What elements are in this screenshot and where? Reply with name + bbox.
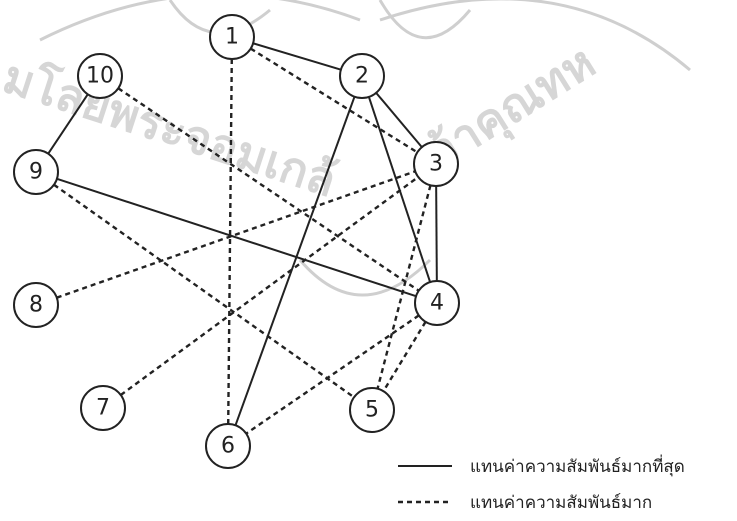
node-circle bbox=[13, 149, 59, 195]
edge-1-2-solid bbox=[252, 42, 342, 71]
legend: แทนค่าความสัมพันธ์มากที่สุด แทนค่าความสั… bbox=[398, 454, 685, 513]
watermark-ornament-right bbox=[378, 0, 472, 39]
node-circle bbox=[80, 385, 126, 431]
node-label: 10 bbox=[86, 64, 114, 89]
node-circle bbox=[349, 387, 395, 433]
edge-3-5-dashed bbox=[376, 184, 432, 390]
node-label: 3 bbox=[429, 152, 443, 177]
nodes-layer: 1 2 3 4 5 6 7 8 9 10 bbox=[13, 14, 460, 469]
node-label: 2 bbox=[355, 64, 369, 89]
node-2: 2 bbox=[339, 53, 385, 99]
node-circle bbox=[414, 280, 460, 326]
node-label: 8 bbox=[29, 293, 43, 318]
edges-layer bbox=[47, 42, 438, 435]
edge-2-3-solid bbox=[375, 92, 423, 148]
edge-9-5-dashed bbox=[53, 183, 355, 399]
node-circle bbox=[77, 53, 123, 99]
edge-8-3-dashed bbox=[56, 170, 416, 299]
node-circle bbox=[413, 141, 459, 187]
node-1: 1 bbox=[209, 14, 255, 60]
legend-solid-label: แทนค่าความสัมพันธ์มากที่สุด bbox=[470, 454, 685, 477]
edge-7-3-dashed bbox=[120, 176, 419, 396]
watermark-arc-left bbox=[39, 0, 361, 42]
edge-1-3-dashed bbox=[250, 47, 418, 154]
node-label: 5 bbox=[365, 398, 379, 423]
node-circle bbox=[339, 53, 385, 99]
watermark-seal: มโลยีพระจอมเกล้ จ้าคุณทห bbox=[0, 0, 691, 297]
edge-10-9-solid bbox=[47, 93, 89, 155]
node-label: 6 bbox=[221, 434, 235, 459]
edge-2-6-solid bbox=[234, 96, 356, 426]
node-circle bbox=[209, 14, 255, 60]
legend-dashed-label: แทนค่าความสัมพันธ์มาก bbox=[470, 493, 652, 513]
node-9: 9 bbox=[13, 149, 59, 195]
node-label: 1 bbox=[225, 25, 239, 50]
node-7: 7 bbox=[80, 385, 126, 431]
node-circle bbox=[205, 423, 251, 469]
node-label: 4 bbox=[430, 291, 444, 316]
node-circle bbox=[13, 282, 59, 328]
node-6: 6 bbox=[205, 423, 251, 469]
node-label: 9 bbox=[29, 160, 43, 185]
edge-1-6-dashed bbox=[227, 58, 233, 425]
node-5: 5 bbox=[349, 387, 395, 433]
watermark-arc-right bbox=[379, 0, 691, 72]
node-label: 7 bbox=[96, 396, 110, 421]
watermark-lower-arc bbox=[298, 258, 432, 297]
node-8: 8 bbox=[13, 282, 59, 328]
edge-9-4-solid bbox=[56, 177, 417, 298]
node-4: 4 bbox=[414, 280, 460, 326]
node-10: 10 bbox=[77, 53, 123, 99]
edge-10-4-dashed bbox=[117, 87, 420, 292]
edge-4-6-dashed bbox=[245, 314, 420, 435]
node-3: 3 bbox=[413, 141, 459, 187]
edge-4-5-dashed bbox=[382, 321, 427, 392]
edge-3-4-solid bbox=[435, 185, 438, 282]
